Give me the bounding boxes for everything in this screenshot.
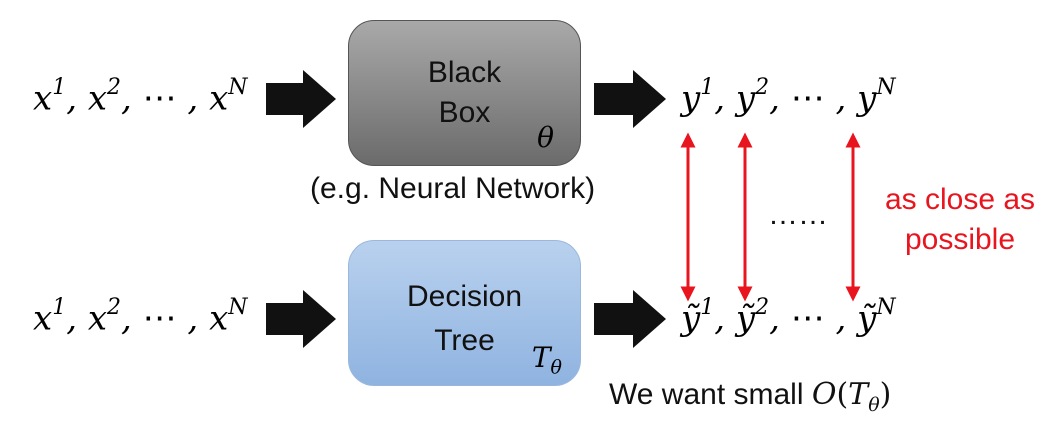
closeness-note: as close as possible	[870, 180, 1050, 260]
bottom-output-arrow	[594, 290, 666, 348]
black-box-caption: (e.g. Neural Network)	[310, 172, 596, 205]
decision-tree-label-line1: Decision	[406, 280, 523, 313]
top-output-arrow	[594, 70, 666, 128]
decision-tree-parameter: Tθ	[531, 341, 562, 379]
top-input-sequence: x1, x2, ⋯ , xN	[33, 75, 248, 119]
bottom-caption: We want small O(Tθ)	[609, 377, 892, 416]
black-box: Black Box θ	[348, 20, 581, 166]
closeness-note-line2: possible	[904, 223, 1016, 256]
bottom-input-sequence: x1, x2, ⋯ , xN	[33, 295, 248, 339]
decision-tree-box: Decision Tree Tθ	[348, 240, 581, 386]
black-box-parameter: θ	[537, 121, 554, 154]
bottom-input-arrow	[266, 290, 336, 348]
bottom-output-sequence: ỹ1, ỹ2, ⋯ , ỹN	[681, 295, 896, 339]
black-box-label-line1: Black	[427, 56, 502, 89]
top-input-arrow	[266, 70, 336, 128]
decision-tree-label-line2: Tree	[434, 324, 495, 357]
closeness-note-line1: as close as	[884, 183, 1036, 216]
middle-ellipsis: ……	[768, 198, 828, 231]
top-output-sequence: y1, y2, ⋯ , yN	[681, 75, 896, 119]
black-box-label-line2: Box	[438, 96, 491, 129]
